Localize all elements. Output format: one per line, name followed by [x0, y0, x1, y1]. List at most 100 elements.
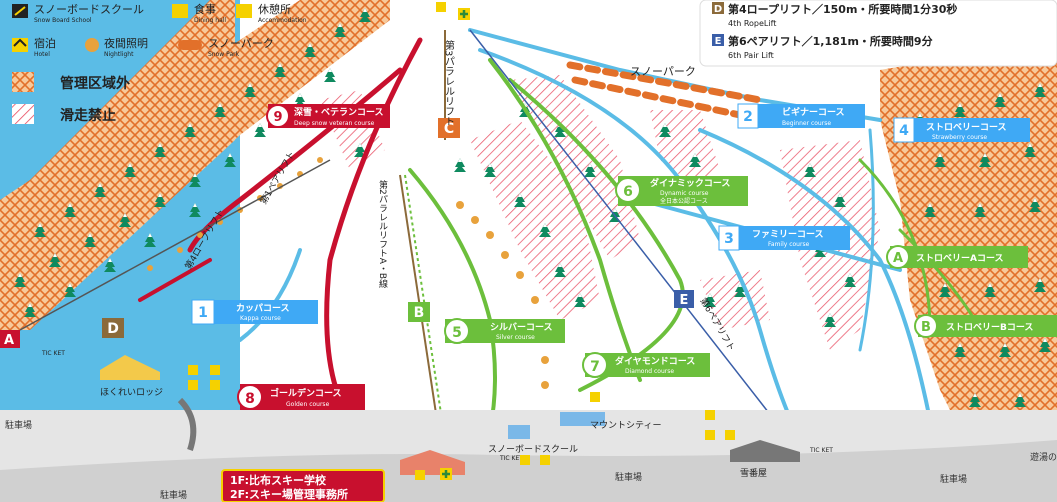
course-4-en: Strawberry course [932, 134, 987, 141]
lift-info-e-ja: 第6ペアリフト／1,181m・所要時間9分 [728, 34, 933, 48]
course-7-en: Diamond course [625, 368, 674, 375]
snow-park-label: スノーパーク [630, 65, 696, 78]
legend-dining: 食事 Dining hall [172, 2, 226, 24]
lift-info-e-en: 6th Pair Lift [728, 51, 774, 60]
lift-b-label: B [414, 305, 425, 321]
lift-info-e-letter: E [715, 36, 722, 47]
lift-e-label: E [680, 293, 689, 308]
course-8-label[interactable]: 8 ゴールデンコース Golden course [237, 384, 365, 410]
legend-dining-en: Dining hall [194, 17, 226, 24]
course-9-en: Deep snow veteran course [294, 120, 375, 127]
course-5-num: 5 [452, 325, 462, 341]
course-8-ja: ゴールデンコース [270, 387, 342, 399]
legend-snowboard-school-en: Snow Board School [34, 17, 92, 24]
snowboard-school-building[interactable]: スノーボードスクール [488, 425, 578, 455]
course-4-label[interactable]: 4 ストロベリーコース Strawberry course [893, 117, 1030, 143]
lift-b-badge[interactable]: B [408, 302, 430, 322]
course-6-num: 6 [623, 184, 633, 200]
course-3-en: Family course [768, 241, 810, 248]
ticket-booth-3[interactable]: TIC KET [809, 447, 833, 454]
course-b-num: B [921, 320, 931, 335]
mount-city-label: マウントシティー [590, 420, 661, 431]
legend-no-skiing: 滑走禁止 [12, 104, 116, 124]
course-3-label[interactable]: 3 ファミリーコース Family course [718, 225, 850, 251]
parking-1: 駐車場 [5, 419, 32, 431]
course-a-label[interactable]: A ストロベリーAコース [886, 245, 1028, 269]
lift-info-d-en: 4th RopeLift [728, 19, 776, 28]
legend-rest: 休憩所 Accommodation [236, 2, 307, 24]
ticket-booth-1[interactable]: TIC KET [41, 350, 65, 357]
legend-no-skiing-label: 滑走禁止 [60, 107, 116, 124]
course-a-ja: ストロベリーAコース [916, 253, 1004, 264]
lift-info-d-ja: 第4ロープリフト／150m・所要時間1分30秒 [728, 2, 957, 16]
yukibanya-building[interactable]: 雪番屋 [730, 440, 800, 479]
right-edge-label: 遊湯の [1030, 451, 1057, 463]
legend-snowboard-school-ja: スノーボードスクール [34, 3, 144, 16]
legend-hotel-en: Hotel [34, 51, 50, 58]
first-aid-icon-2 [440, 468, 452, 480]
course-8-num: 8 [245, 391, 255, 407]
lift-a-badge[interactable]: A [0, 330, 20, 348]
course-2-label[interactable]: 2 ビギナーコース Beginner course [737, 103, 865, 129]
course-7-num: 7 [590, 359, 600, 375]
legend-rest-en: Accommodation [258, 17, 307, 24]
course-2-en: Beginner course [782, 120, 831, 127]
main-building-caption: 1F:比布スキー学校 2F:スキー場管理事務所 [221, 469, 385, 502]
yukibanya-label: 雪番屋 [740, 467, 767, 479]
parking-3: 駐車場 [615, 471, 642, 483]
legend-rest-ja: 休憩所 [258, 2, 291, 16]
course-3-ja: ファミリーコース [752, 229, 824, 240]
course-1-num: 1 [198, 305, 208, 321]
lift-info-d-letter: D [714, 4, 722, 15]
course-9-ja: 深雪・ベテランコース [294, 106, 384, 118]
mount-city-building[interactable]: マウントシティー [560, 412, 661, 431]
course-6-en: Dynamic course [660, 190, 709, 197]
legend-nightlight-en: Nightlight [104, 51, 134, 58]
legend-snowboard-school: スノーボードスクール Snow Board School [12, 3, 144, 24]
snowboard-school-label: スノーボードスクール [488, 444, 578, 455]
legend-dining-ja: 食事 [194, 2, 216, 16]
course-b-label[interactable]: B ストロベリーBコース [914, 314, 1057, 338]
hokurei-lodge[interactable]: ほくれいロッジ [100, 355, 163, 398]
hokurei-lodge-label: ほくれいロッジ [100, 387, 163, 398]
course-1-label[interactable]: 1 カッパコース Kappa course [191, 299, 318, 325]
course-b-ja: ストロベリーBコース [946, 322, 1033, 333]
ticket-booth-2[interactable]: TIC KET [499, 455, 523, 462]
lift-c-badge[interactable]: C [438, 118, 460, 138]
lift-c-label: C [444, 121, 454, 137]
legend-snow-park-en: Snow Park [208, 51, 240, 58]
lift-e-badge[interactable]: E [674, 290, 694, 308]
course-6-ja: ダイナミックコース [650, 177, 730, 189]
lift-c-name: 第3パラレルリフト [443, 39, 455, 127]
course-1-en: Kappa course [240, 315, 281, 322]
course-9-num: 9 [273, 110, 282, 125]
lift-a-label: A [4, 333, 14, 348]
legend-outside-area-label: 管理区域外 [60, 75, 130, 92]
course-5-en: Silver course [496, 334, 535, 341]
lift-info-box: D 第4ロープリフト／150m・所要時間1分30秒 4th RopeLift E… [699, 0, 1057, 67]
course-7-label[interactable]: 7 ダイヤモンドコース Diamond course [582, 352, 710, 378]
lift-d-badge[interactable]: D [102, 318, 124, 338]
course-2-num: 2 [743, 109, 753, 125]
legend-nightlight: 夜間照明 Nightlight [85, 36, 148, 58]
legend-hotel-ja: 宿泊 [34, 36, 56, 50]
legend: スノーボードスクール Snow Board School 食事 Dining h… [12, 2, 307, 124]
course-6-label[interactable]: 6 ダイナミックコース Dynamic course 全日本公認コース [615, 176, 748, 206]
course-2-ja: ビギナーコース [782, 106, 845, 118]
legend-outside-area: 管理区域外 [12, 72, 130, 92]
course-5-ja: シルバーコース [490, 322, 553, 333]
course-1-ja: カッパコース [236, 302, 290, 314]
course-9-label[interactable]: 9 深雪・ベテランコース Deep snow veteran course [266, 104, 390, 128]
course-4-ja: ストロベリーコース [926, 122, 1007, 133]
course-a-num: A [893, 251, 903, 266]
main-2f-label: 2F:スキー場管理事務所 [230, 487, 348, 501]
ticket-2-label: TIC KET [499, 455, 523, 462]
legend-snow-park-ja: スノーパーク [208, 37, 274, 50]
course-5-label[interactable]: 5 シルバーコース Silver course [444, 318, 565, 344]
course-8-en: Golden course [286, 401, 330, 408]
ticket-1-label: TIC KET [41, 350, 65, 357]
course-6-extra: 全日本公認コース [660, 197, 708, 205]
nightlight-dots [147, 157, 549, 389]
parking-4: 駐車場 [940, 473, 967, 485]
